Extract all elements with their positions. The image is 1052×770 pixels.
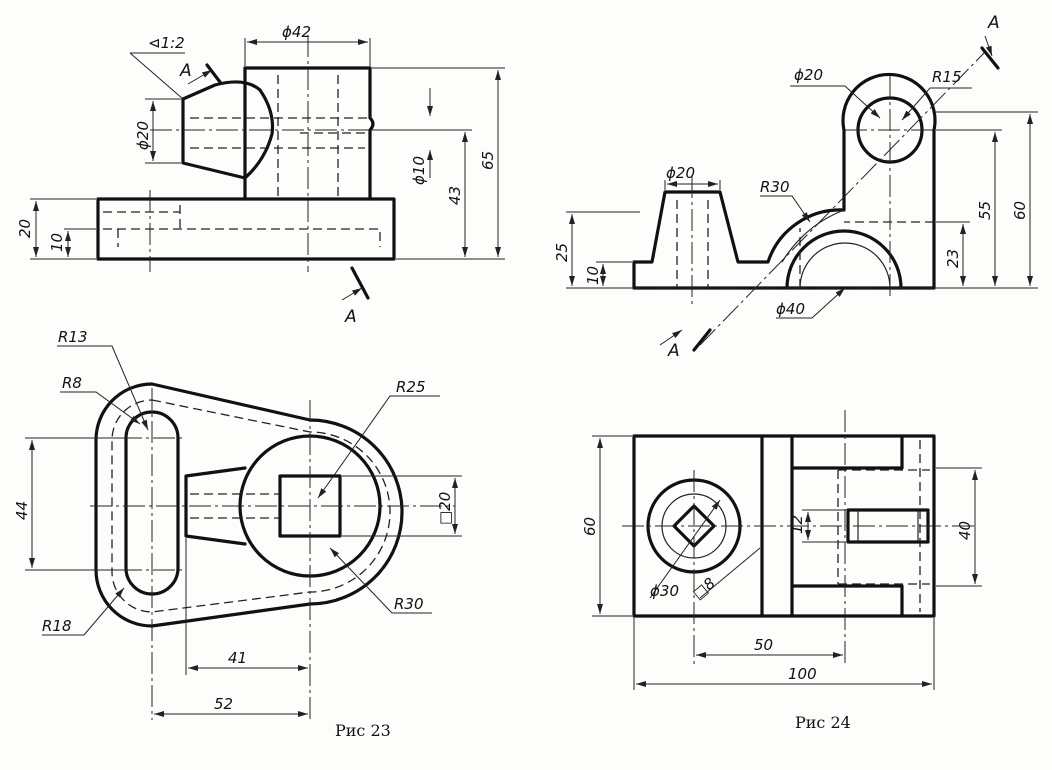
dim-sq8: □8 xyxy=(689,574,719,603)
dim-w60: 60 xyxy=(581,517,599,536)
dim-d40: ϕ40 xyxy=(776,300,805,318)
dim-h10: 10 xyxy=(584,266,602,285)
dim-h43: 43 xyxy=(446,186,464,205)
dim-r13: R13 xyxy=(58,328,88,346)
dim-l52: 52 xyxy=(214,695,233,713)
dim-h20: 20 xyxy=(16,219,34,238)
fig23-front-view: ϕ42 ⊲1:2 A A ϕ20 ϕ10 43 65 20 10 xyxy=(16,23,505,327)
fig24-front-view: ϕ20 R15 ϕ20 R30 ϕ40 A A 25 10 23 55 60 xyxy=(553,13,1038,361)
dim-d42: ϕ42 xyxy=(282,23,311,41)
dim-d20-boss: ϕ20 xyxy=(666,164,695,182)
fig24-section-a-top-label: A xyxy=(987,13,1000,33)
fig24-section-a-bottom-label: A xyxy=(667,341,680,361)
dim-r30: R30 xyxy=(394,595,424,613)
dim-r30: R30 xyxy=(760,178,790,196)
dim-h23: 23 xyxy=(944,249,962,268)
dim-d20-top: ϕ20 xyxy=(794,66,823,84)
dim-sq20: □20 xyxy=(436,492,454,525)
dim-r18: R18 xyxy=(42,617,72,635)
dim-r8: R8 xyxy=(62,374,82,392)
dim-l41: 41 xyxy=(228,649,247,667)
dim-w40: 40 xyxy=(956,521,974,540)
dim-h65: 65 xyxy=(479,151,497,170)
dim-d20: ϕ20 xyxy=(134,121,152,150)
dim-h60: 60 xyxy=(1011,201,1029,220)
dim-h25: 25 xyxy=(553,243,571,262)
dim-r25: R25 xyxy=(396,378,426,396)
dim-d10: ϕ10 xyxy=(410,156,428,185)
dim-l100: 100 xyxy=(788,665,817,683)
dim-h55: 55 xyxy=(976,201,994,220)
dim-d30: ϕ30 xyxy=(650,582,679,600)
fig23-caption: Рис 23 xyxy=(335,721,391,740)
dim-h10: 10 xyxy=(48,233,66,252)
dim-w44: 44 xyxy=(13,501,31,520)
dim-l50: 50 xyxy=(754,636,773,654)
dim-r15: R15 xyxy=(932,68,962,86)
fig24-caption: Рис 24 xyxy=(795,713,851,732)
dim-w12: 12 xyxy=(788,515,806,534)
section-a-bottom-label: A xyxy=(344,307,357,327)
taper-label: ⊲1:2 xyxy=(148,34,185,52)
fig24-top-view: ϕ30 □8 12 60 40 50 100 Рис 24 xyxy=(581,410,982,732)
fig23-top-view: R13 R8 R25 R18 R30 44 □20 41 52 Рис 23 xyxy=(13,328,462,740)
section-a-top-label: A xyxy=(179,61,192,81)
